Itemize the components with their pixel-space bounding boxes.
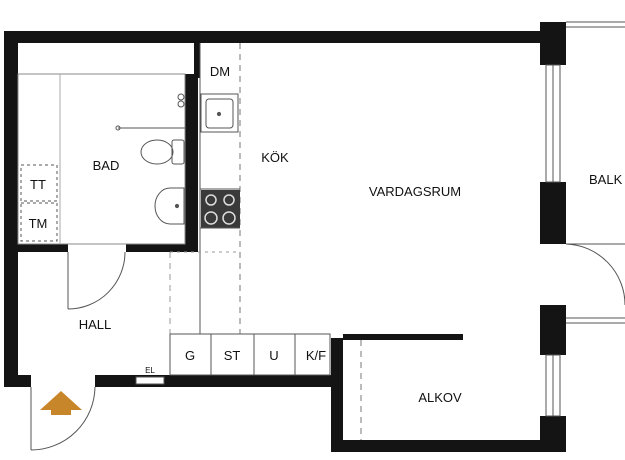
cabinet-row [169,333,331,376]
fixture-label-dm: DM [210,64,230,79]
cabinet-label-st: ST [224,348,241,363]
interior-walls [18,43,463,340]
exterior-walls [4,22,566,452]
cabinet-label-g: G [185,348,195,363]
room-label-alkov: ALKOV [418,390,462,405]
sink-icon [200,93,239,133]
room-label-bad: BAD [93,158,120,173]
room-label-balkong: BALK [589,172,623,187]
toilet-icon [140,139,185,165]
stove-icon [201,190,240,228]
bathroom [17,73,186,245]
room-label-kok: KÖK [261,150,289,165]
cabinet-label-u: U [269,348,278,363]
entry-arrow-icon [40,391,82,415]
kitchen [199,43,241,334]
electric-panel-icon [135,376,165,385]
windows [545,21,625,417]
fixture-label-tt: TT [30,177,46,192]
kitchen-counter-lines [169,227,240,334]
room-label-vardagsrum: VARDAGSRUM [369,184,461,199]
washbasin-icon [154,187,185,225]
cabinet-label-kf: K/F [306,348,326,363]
fixture-label-el: EL [145,366,155,375]
room-label-hall: HALL [79,317,112,332]
doors [30,243,625,451]
fixture-label-tm: TM [29,216,48,231]
